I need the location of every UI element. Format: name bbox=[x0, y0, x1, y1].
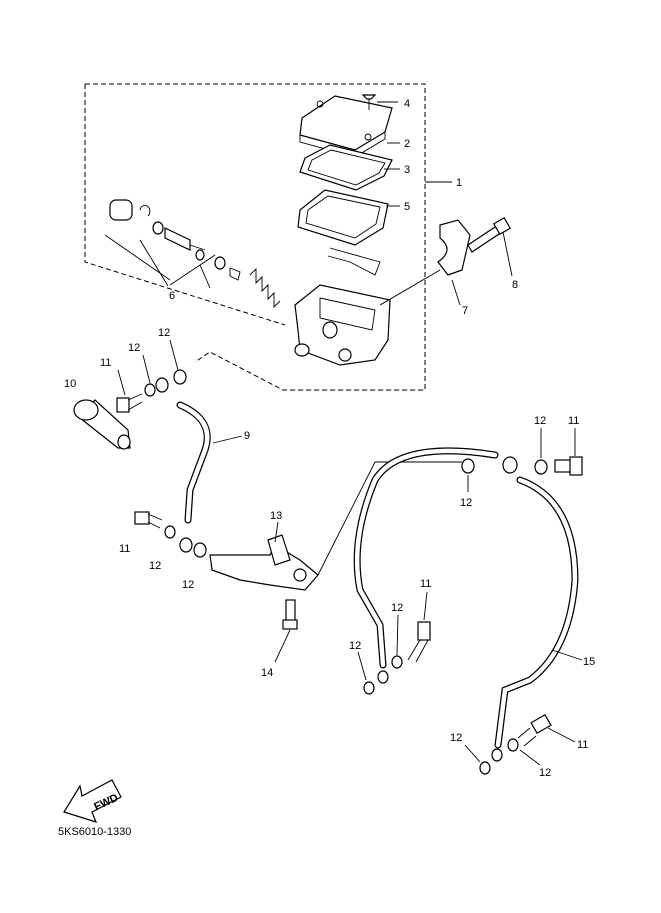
reservoir-cap bbox=[299, 95, 393, 158]
washer bbox=[179, 537, 193, 553]
clamp-bolt bbox=[467, 216, 513, 277]
callout: 7 bbox=[462, 305, 468, 317]
callout: 4 bbox=[404, 98, 410, 110]
washer bbox=[461, 458, 475, 474]
callout: 2 bbox=[404, 138, 410, 150]
callout: 5 bbox=[404, 201, 410, 213]
callout: 12 bbox=[391, 602, 403, 614]
callout: 12 bbox=[539, 767, 551, 779]
washer bbox=[534, 459, 548, 475]
callout: 11 bbox=[420, 578, 431, 590]
banjo-bolt bbox=[116, 393, 143, 413]
callout: 6 bbox=[169, 290, 175, 302]
washer bbox=[155, 377, 169, 393]
washer bbox=[144, 383, 156, 397]
hose-joint-bracket bbox=[209, 534, 319, 591]
banjo-bolt bbox=[554, 456, 583, 476]
callout: 14 bbox=[261, 667, 273, 679]
callout: 11 bbox=[568, 415, 579, 427]
master-cylinder-body bbox=[294, 284, 391, 366]
washer bbox=[491, 748, 503, 762]
callout: 1 bbox=[456, 177, 462, 189]
banjo-bolt bbox=[134, 511, 163, 529]
washer bbox=[391, 655, 403, 669]
callout: 9 bbox=[244, 430, 250, 442]
screw bbox=[361, 94, 398, 110]
callouts: 1 2 3 4 5 6 7 8 9 10 11 12 12 11 12 12 1… bbox=[64, 98, 595, 779]
washer bbox=[479, 761, 491, 775]
callout: 12 bbox=[349, 640, 361, 652]
assembly-boundary bbox=[84, 83, 426, 391]
joint-bolt bbox=[282, 599, 298, 630]
banjo-bolt bbox=[407, 621, 431, 663]
washer bbox=[363, 681, 375, 695]
diaphragm bbox=[297, 189, 389, 276]
diaphragm-plate bbox=[299, 144, 393, 191]
callout: 10 bbox=[64, 378, 76, 390]
callout: 11 bbox=[577, 739, 588, 751]
washer bbox=[193, 542, 207, 558]
washer bbox=[507, 738, 519, 752]
washer bbox=[173, 369, 187, 385]
callout: 11 bbox=[119, 543, 130, 555]
washer bbox=[164, 525, 176, 539]
callout: 12 bbox=[460, 497, 472, 509]
callout: 3 bbox=[404, 164, 410, 176]
callout: 15 bbox=[583, 656, 595, 668]
callout: 13 bbox=[270, 510, 282, 522]
washer bbox=[377, 670, 389, 684]
banjo-fitting bbox=[502, 456, 518, 474]
piston-kit bbox=[104, 199, 281, 309]
callout: 12 bbox=[450, 732, 462, 744]
callout: 12 bbox=[534, 415, 546, 427]
callout: 12 bbox=[128, 342, 140, 354]
callout: 8 bbox=[512, 279, 518, 291]
banjo-bolt bbox=[517, 713, 552, 747]
fwd-arrow-icon: FWD bbox=[63, 779, 122, 823]
bolt-cover bbox=[73, 399, 131, 450]
callout: 12 bbox=[182, 579, 194, 591]
handlebar-clamp bbox=[437, 219, 471, 306]
callout: 12 bbox=[158, 327, 170, 339]
part-code: 5KS6010-1330 bbox=[58, 826, 131, 838]
callout: 11 bbox=[100, 357, 111, 369]
callout: 12 bbox=[149, 560, 161, 572]
